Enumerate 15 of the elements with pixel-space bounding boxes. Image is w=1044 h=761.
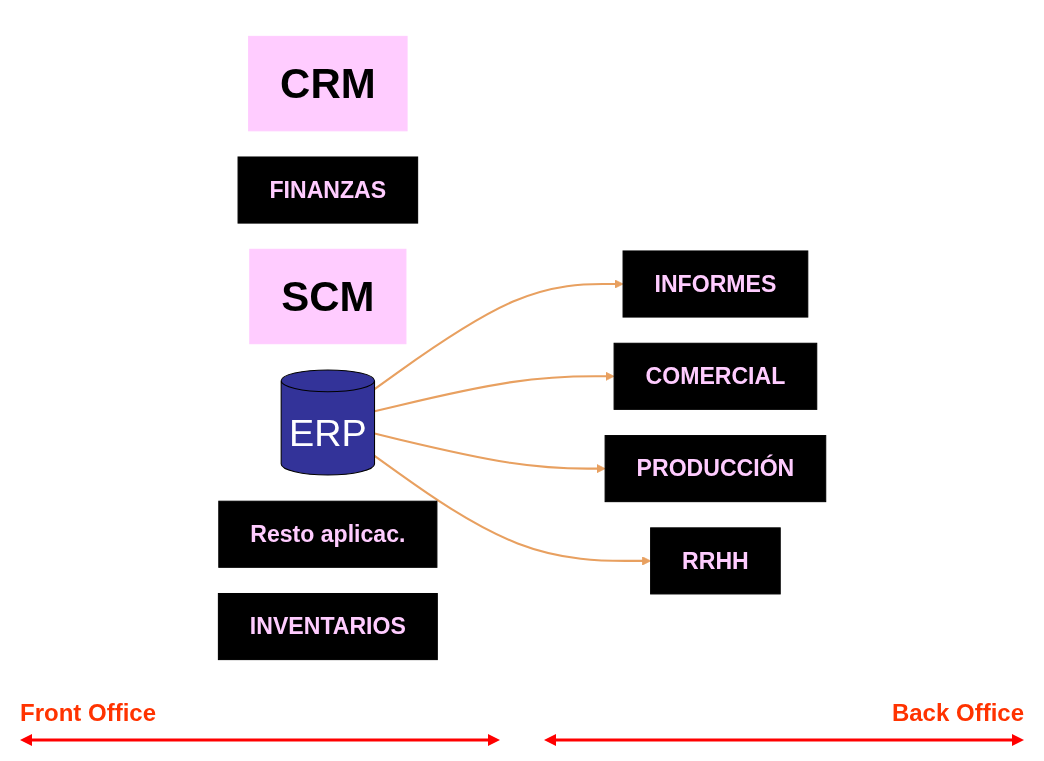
arrow bbox=[373, 278, 624, 390]
office-label: Front Office bbox=[20, 699, 157, 727]
node-box: Resto aplicac. bbox=[218, 500, 438, 568]
node-box: FINANZAS bbox=[237, 155, 419, 224]
arrow bbox=[373, 454, 651, 565]
arrow bbox=[374, 432, 606, 473]
node-box: INFORMES bbox=[622, 249, 809, 318]
office-label: Back Office bbox=[891, 699, 1024, 727]
node-box: SCM bbox=[249, 248, 407, 344]
node-box: RRHH bbox=[650, 526, 781, 594]
node-box: CRM bbox=[248, 35, 408, 131]
node-box: INVENTARIOS bbox=[217, 592, 438, 660]
node-box: PRODUCCIÓN bbox=[604, 434, 827, 502]
arrow bbox=[374, 371, 615, 412]
node-box: COMERCIAL bbox=[613, 342, 818, 410]
